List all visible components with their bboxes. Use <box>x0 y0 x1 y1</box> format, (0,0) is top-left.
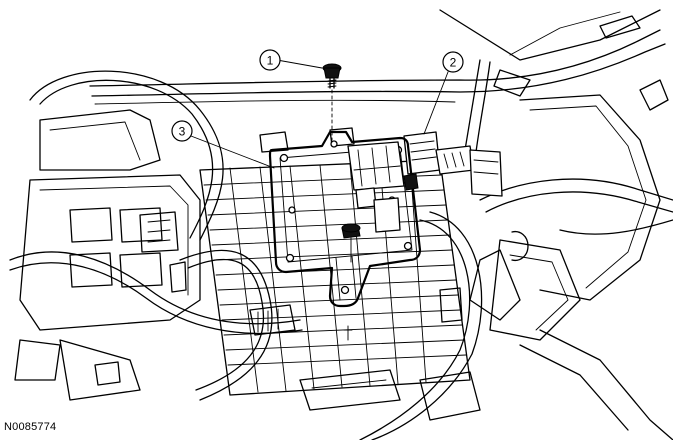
callout-1: 1 <box>259 49 323 71</box>
callout-2-label: 2 <box>450 56 457 70</box>
fasteners-misc <box>169 127 463 336</box>
electrical-connector-2 <box>403 131 503 197</box>
callout-1-label: 1 <box>267 54 274 68</box>
screw-1 <box>322 63 342 141</box>
lattice-structure <box>199 159 471 396</box>
callout-3-label: 3 <box>179 125 186 139</box>
module-center-screw <box>341 223 361 341</box>
instrument-panel-outline <box>89 9 669 111</box>
callout-2: 2 <box>423 51 464 135</box>
module-3 <box>268 130 422 308</box>
left-dash-structure <box>14 109 201 401</box>
figure-id-label: N0085774 <box>4 421 57 433</box>
right-side-structure <box>299 94 673 440</box>
callout-3: 3 <box>171 120 275 169</box>
